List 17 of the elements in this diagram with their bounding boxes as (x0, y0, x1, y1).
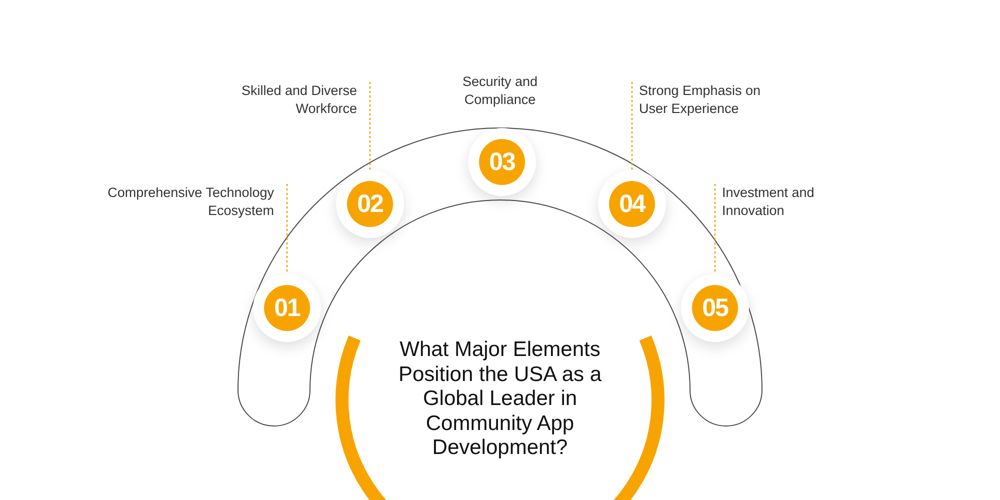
step-number: 03 (479, 139, 525, 185)
step-number: 04 (609, 181, 655, 227)
step-caption: Security and Compliance (461, 73, 539, 109)
step-number: 02 (347, 181, 393, 227)
factor-label: Comprehensive Technology Ecosystem (96, 184, 287, 220)
step-number: 01 (264, 285, 310, 331)
leader-line (369, 82, 371, 170)
step-number: 05 (692, 285, 738, 331)
question-text: What Major Elements Position the USA as a Global Leader in Community App Development? (397, 338, 603, 460)
leader-line (631, 82, 633, 170)
step-disc (336, 170, 404, 238)
step-disc (598, 170, 666, 238)
leader-line (714, 184, 716, 274)
factor-label: Strong Emphasis on User Experience (631, 82, 774, 118)
leader-line (286, 184, 288, 274)
factor-label: Skilled and Diverse Workforce (229, 82, 370, 118)
factor-label: Investment and Innovation (714, 184, 834, 220)
